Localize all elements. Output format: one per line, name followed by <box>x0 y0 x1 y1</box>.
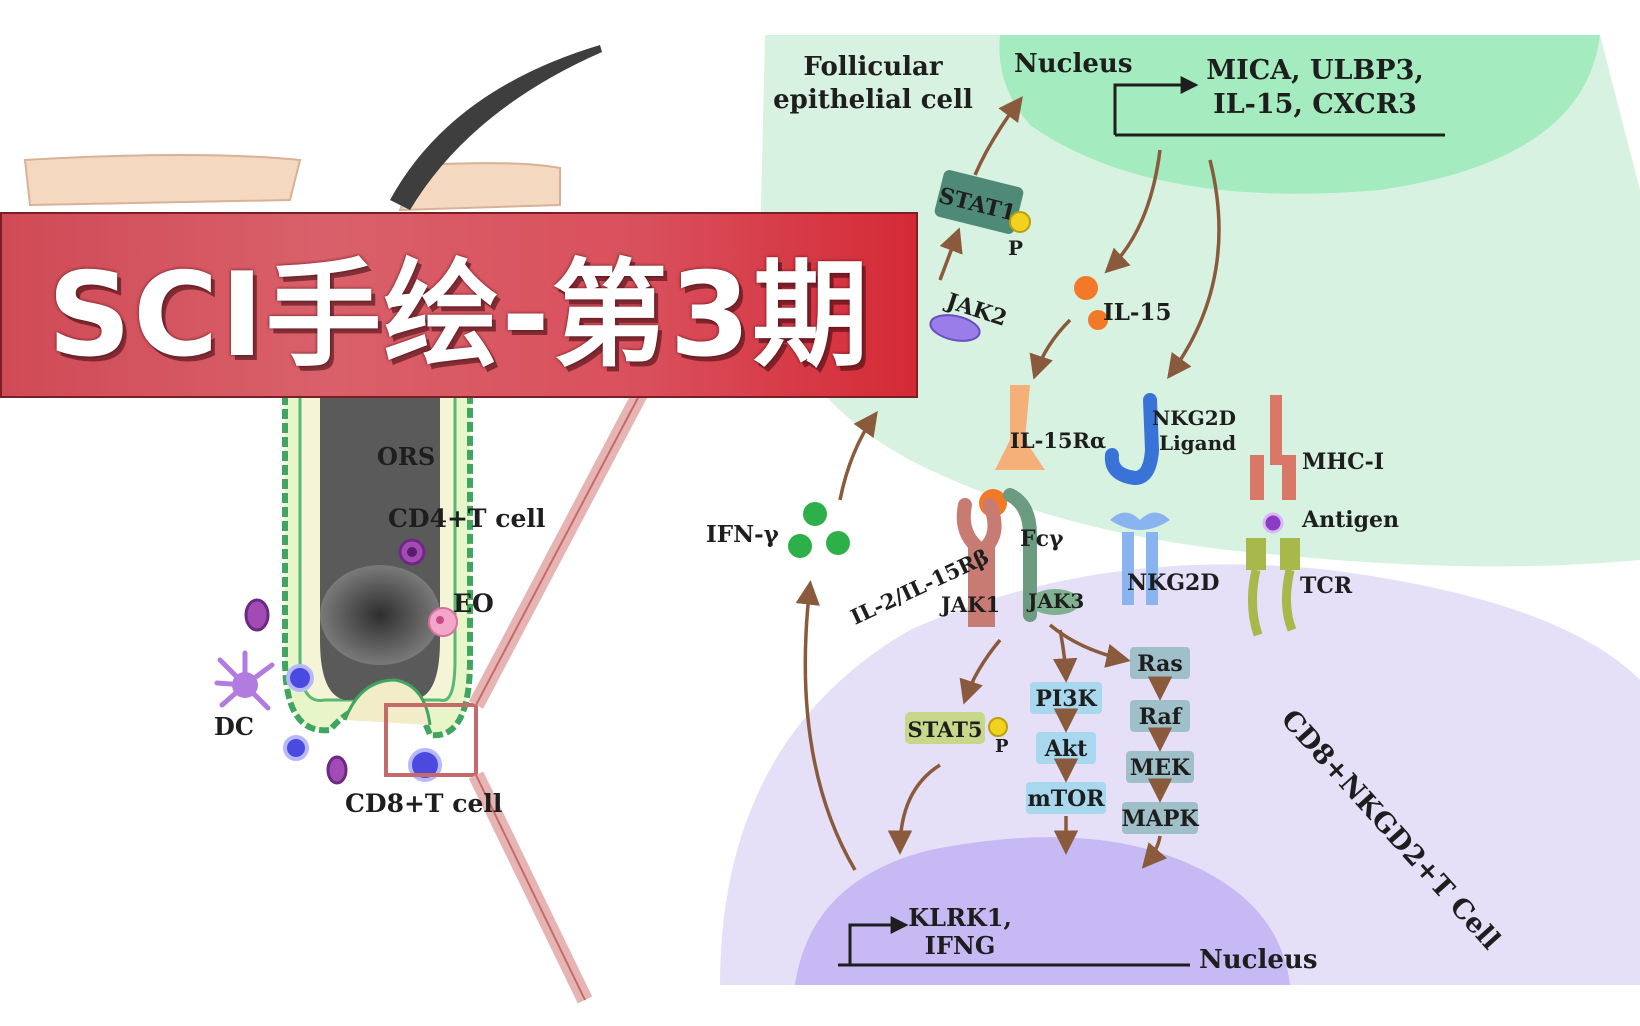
label-mtor: mTOR <box>1027 786 1105 812</box>
label-tcr: TCR <box>1300 573 1353 599</box>
label-ors: ORS <box>377 442 435 471</box>
transcription-start-epithelial <box>1113 76 1199 135</box>
label-epithelial-genes-1: MICA, ULBP3, <box>1206 55 1424 86</box>
label-jak3: JAK3 <box>1026 589 1084 613</box>
banner-title: SCI手绘-第3期 <box>47 248 871 383</box>
il2-il15rb-receptor <box>956 498 1002 627</box>
label-epithelial-genes-2: IL-15, CXCR3 <box>1213 89 1417 120</box>
label-ras: Ras <box>1137 651 1182 677</box>
label-jak1: JAK1 <box>939 592 1000 617</box>
label-ifn-gamma: IFN-γ <box>706 521 780 548</box>
label-tcell-genes-2: IFNG <box>925 931 996 960</box>
zoom-projection-edge <box>475 374 651 1001</box>
label-stat1-p: P <box>1008 236 1023 260</box>
skin-surface <box>23 154 302 207</box>
fc-gamma-receptor <box>1003 488 1037 622</box>
label-cd8-t-cell: CD8+T cell <box>345 789 502 818</box>
signaling-diagram: Follicular epithelial cell Nucleus MICA,… <box>706 35 1640 985</box>
label-dc: DC <box>214 712 254 741</box>
label-raf: Raf <box>1139 704 1183 730</box>
hair-shaft <box>390 45 602 210</box>
mapk-box <box>1122 802 1198 834</box>
t-cell-nucleus <box>795 837 1290 985</box>
cd4-t-cell-bottom <box>326 755 348 785</box>
ifn-gamma-molecule-2 <box>788 534 812 558</box>
antigen-molecule <box>1262 512 1284 534</box>
cd8-t-cell-c <box>408 748 442 782</box>
eosinophil-granule <box>436 616 444 624</box>
nkg2d-receptor <box>1110 512 1170 605</box>
zoom-projection <box>468 371 658 1004</box>
label-follicular: Follicular <box>803 52 942 82</box>
label-stat5: STAT5 <box>907 717 982 742</box>
label-epithelial-nucleus: Nucleus <box>1014 49 1132 79</box>
tcr-receptor <box>1246 538 1300 637</box>
label-tcell-genes-1: KLRK1, <box>908 903 1012 932</box>
ifn-gamma-molecule-1 <box>803 502 827 526</box>
mek-box <box>1126 751 1194 783</box>
il15-molecule-1 <box>1074 276 1098 300</box>
il15-molecule-2 <box>1088 310 1108 330</box>
cd4-t-cell-left <box>244 598 270 632</box>
pi3k-box <box>1030 682 1102 714</box>
label-mapk: MAPK <box>1121 806 1199 832</box>
stat1-phospho <box>1009 211 1031 233</box>
mtor-box <box>1026 782 1106 814</box>
zoom-box <box>384 703 478 777</box>
cd4-t-cell-nucleus <box>407 547 417 557</box>
label-nkg2d: NKG2D <box>1127 570 1219 596</box>
label-stat5-p: P <box>995 736 1009 757</box>
transcription-start-tcell <box>848 916 909 965</box>
akt-box <box>1036 732 1096 764</box>
ras-box <box>1130 647 1190 679</box>
nkg2d-ligand <box>1104 393 1160 486</box>
il15ra-receptor <box>995 385 1045 470</box>
label-mek: MEK <box>1130 755 1191 781</box>
label-il15: IL-15 <box>1103 299 1171 326</box>
ifn-gamma-molecule-3 <box>826 531 850 555</box>
stat5-box <box>905 712 985 744</box>
stat1-box <box>934 170 1024 234</box>
hair-follicle-illustration: ORS CD4+T cell EO DC CD8+T cell <box>23 45 658 1004</box>
mhc1-molecule <box>1250 395 1296 500</box>
label-pi3k: PI3K <box>1035 686 1097 712</box>
label-mhc1: MHC-I <box>1302 449 1384 475</box>
label-il15ra: IL-15Rα <box>1010 428 1106 453</box>
label-epithelial-cell: epithelial cell <box>773 85 973 115</box>
stat5-phospho <box>988 717 1008 737</box>
cd8-t-cell-a <box>286 664 314 692</box>
label-nkg2d-ligand-1: NKG2D <box>1152 406 1236 430</box>
label-nkg2d-ligand-2: Ligand <box>1159 431 1236 455</box>
label-tcell-nucleus: Nucleus <box>1199 945 1317 975</box>
label-fc-gamma: Fcγ <box>1020 526 1064 552</box>
cd8-t-cell-b <box>283 735 309 761</box>
jak3-shape <box>1030 589 1080 615</box>
dendritic-cell <box>214 650 275 711</box>
pathway-arrows <box>795 96 1221 871</box>
label-antigen: Antigen <box>1301 507 1399 533</box>
skin-surface-right <box>398 162 561 212</box>
label-eo: EO <box>453 589 494 618</box>
raf-box <box>1130 700 1190 732</box>
hair-bulb <box>320 565 440 665</box>
label-cd4-t-cell: CD4+T cell <box>388 504 545 533</box>
epithelial-nucleus <box>999 35 1600 194</box>
jak2-shape <box>929 314 981 342</box>
label-akt: Akt <box>1044 736 1088 762</box>
title-banner: SCI手绘-第3期 <box>0 212 918 398</box>
